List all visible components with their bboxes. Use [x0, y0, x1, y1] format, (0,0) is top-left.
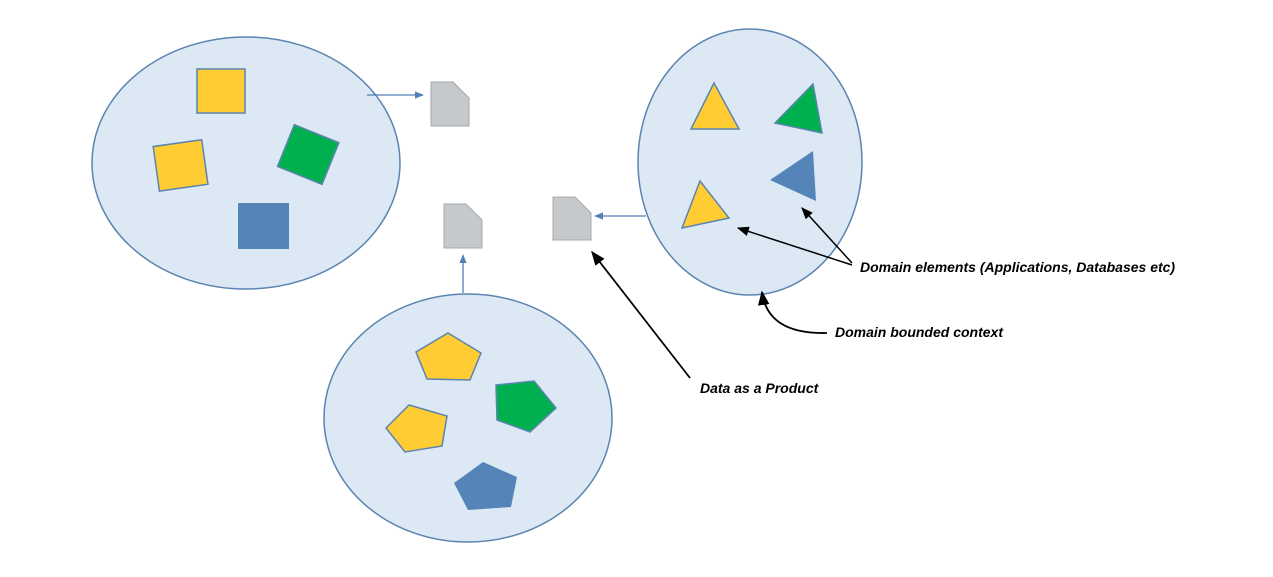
blue-triangle [770, 151, 816, 201]
data-product-arrow [591, 250, 691, 379]
yellow-triangle [680, 179, 731, 230]
green-pentagon [495, 380, 558, 433]
green-triangle [773, 82, 823, 134]
domain-elements-arrow [736, 226, 853, 266]
bounded-context-arrow [758, 290, 828, 334]
yellow-pentagon [415, 332, 482, 381]
triangles-domain [637, 28, 863, 296]
data-product-document-icon [430, 81, 470, 127]
domain-boundary [323, 293, 613, 543]
pentagons-domain [323, 293, 613, 543]
yellow-triangle [689, 81, 741, 130]
data-product-label: Data as a Product [700, 380, 819, 396]
squares-domain [91, 36, 401, 290]
domain-boundary [637, 28, 863, 296]
yellow-square [196, 68, 246, 114]
domain-elements-label: Domain elements (Applications, Databases… [860, 259, 1176, 275]
green-square [276, 123, 340, 186]
domain-elements-arrow [801, 207, 853, 264]
data-product-document-icon [443, 203, 483, 249]
yellow-pentagon [384, 404, 448, 453]
data-product-document-icon [552, 196, 592, 241]
blue-square [238, 203, 289, 249]
domain-boundary [91, 36, 401, 290]
blue-pentagon [454, 462, 517, 510]
bounded-context-label: Domain bounded context [835, 324, 1003, 340]
yellow-square [152, 138, 209, 192]
